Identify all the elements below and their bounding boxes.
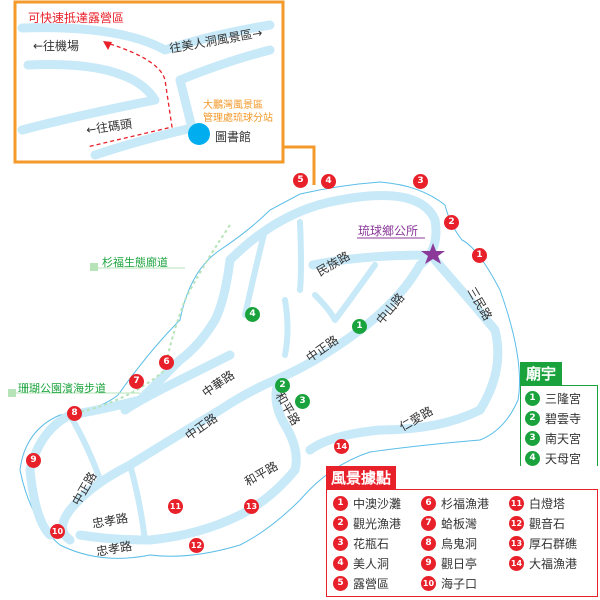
road-zhonghua [120, 350, 235, 415]
library-marker-icon [188, 123, 210, 145]
trail-2-label: 珊瑚公園濱海步道 [18, 382, 106, 395]
scenic-marker-7[interactable]: 7 [129, 374, 144, 389]
minor-roads [67, 219, 378, 543]
trail-2-marker-icon [8, 389, 16, 397]
temple-marker-3[interactable]: 3 [295, 394, 310, 409]
temple-marker-2[interactable]: 2 [275, 378, 290, 393]
scenic-marker-11[interactable]: 11 [168, 499, 183, 514]
township-office-label: 琉球鄉公所 [358, 224, 419, 238]
scenic-legend-title: 風景據點 [326, 466, 397, 489]
road-west-loop [25, 255, 235, 540]
scenic-marker-5[interactable]: 5 [293, 173, 308, 188]
temple-marker-4[interactable]: 4 [245, 307, 260, 322]
temple-legend-title: 廟宇 [520, 362, 563, 385]
trail-path [79, 224, 231, 413]
inset-route-line [86, 43, 173, 148]
inset-road-mid [17, 59, 160, 135]
scenic-marker-13[interactable]: 13 [244, 499, 259, 514]
inset-route-arrow-icon [103, 41, 112, 50]
temple-marker-1[interactable]: 1 [352, 319, 367, 334]
office-label-1: 大鵬灣風景區 [203, 100, 263, 111]
road-heping [75, 373, 301, 545]
scenic-marker-3[interactable]: 3 [413, 174, 428, 189]
trail-1-marker-icon [90, 263, 98, 271]
inset-road-bottom [90, 75, 197, 160]
library-label: 圖書館 [215, 130, 252, 144]
scenic-marker-12[interactable]: 12 [189, 538, 204, 553]
office-label-2: 管理處琉球分站 [203, 113, 273, 124]
scenic-marker-2[interactable]: 2 [444, 215, 459, 230]
road-sanmin [305, 255, 503, 455]
trail-1-label: 杉福生態廊道 [102, 256, 168, 269]
township-office-star-icon [421, 243, 445, 264]
scenic-marker-6[interactable]: 6 [159, 355, 174, 370]
inset-connector [283, 145, 316, 185]
to-airport-label: ←往機場 [33, 39, 80, 53]
main-road [58, 191, 441, 545]
scenic-marker-14[interactable]: 14 [334, 439, 349, 454]
scenic-marker-10[interactable]: 10 [50, 524, 65, 539]
inset-road-top [17, 20, 275, 55]
inset-road-right [175, 45, 275, 85]
scenic-marker-9[interactable]: 9 [26, 453, 41, 468]
inset-title: 可快速抵達露營區 [28, 11, 125, 25]
scenic-marker-4[interactable]: 4 [321, 174, 336, 189]
scenic-marker-1[interactable]: 1 [472, 248, 487, 263]
scenic-marker-8[interactable]: 8 [67, 406, 82, 421]
road-minzu [308, 250, 435, 270]
